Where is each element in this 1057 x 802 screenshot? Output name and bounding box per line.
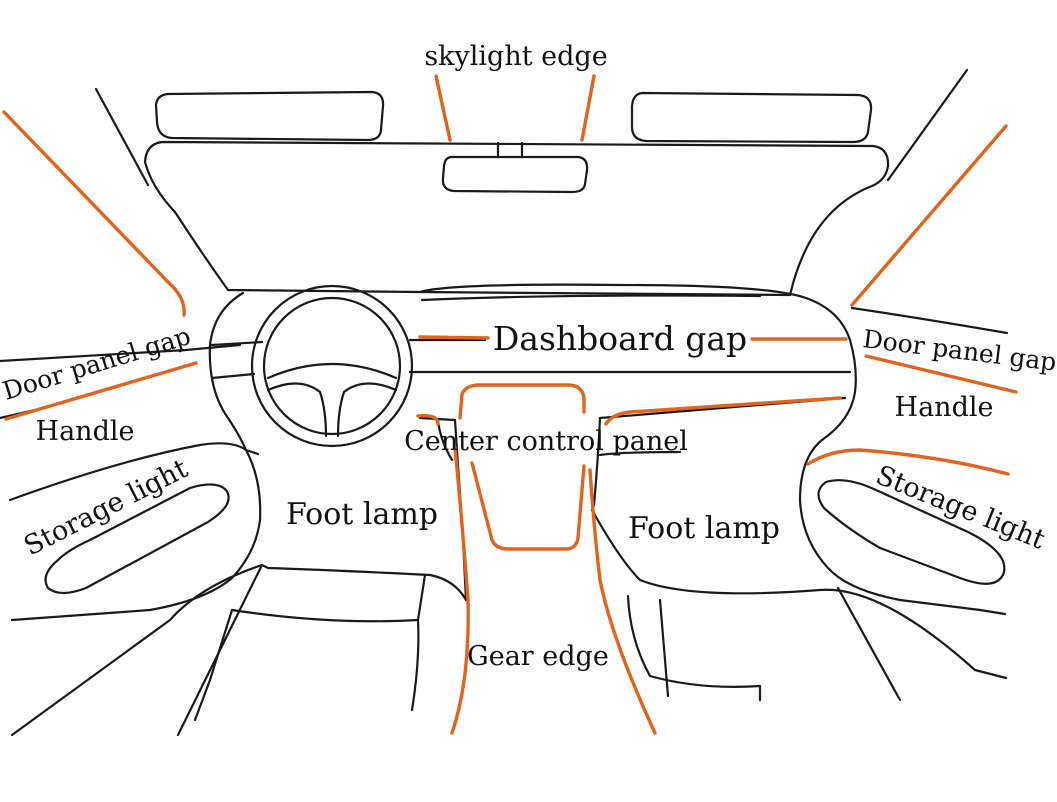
left-seat-inner-4 bbox=[176, 563, 264, 737]
left-door-lower bbox=[10, 448, 262, 622]
right-seat-inner-1 bbox=[626, 594, 652, 678]
label-handle-right: Handle bbox=[895, 392, 994, 423]
left-storage-bin bbox=[44, 483, 230, 595]
rear-view-mirror-stem bbox=[496, 141, 524, 159]
label-center-control-panel: Center control panel bbox=[404, 426, 688, 457]
center-panel-strip bbox=[458, 383, 586, 420]
left-seat-line bbox=[10, 563, 468, 737]
right-a-pillar-strip bbox=[850, 124, 1008, 307]
right-door-line-1 bbox=[850, 306, 1009, 335]
skylight-edge-strip-left bbox=[434, 74, 452, 142]
gear-edge-strip-left bbox=[450, 446, 470, 735]
right-seat-line bbox=[590, 508, 1008, 680]
right-storage-bin bbox=[817, 479, 1006, 585]
skylight-edge-strip-right bbox=[580, 74, 596, 142]
sun-visor-right bbox=[630, 91, 873, 144]
interior-outline bbox=[0, 68, 1009, 737]
label-storage-light-right: Storage light bbox=[871, 460, 1049, 556]
labels: skylight edge Dashboard gap Door panel g… bbox=[0, 41, 1057, 672]
gear-edge-strip-right bbox=[588, 468, 657, 735]
left-seat-inner-1 bbox=[230, 573, 427, 623]
a-pillar-left bbox=[94, 87, 150, 187]
dashboard-top-inner bbox=[420, 294, 762, 302]
left-seat-inner-2 bbox=[193, 608, 234, 722]
steering-wheel-outer bbox=[250, 284, 414, 448]
label-skylight-edge: skylight edge bbox=[424, 41, 607, 72]
left-door-line-1 bbox=[0, 343, 242, 363]
label-dashboard-gap: Dashboard gap bbox=[493, 319, 747, 358]
windshield-frame bbox=[143, 140, 890, 297]
label-foot-lamp-left: Foot lamp bbox=[286, 497, 438, 532]
a-pillar-right bbox=[886, 68, 969, 182]
label-storage-light-left: Storage light bbox=[19, 453, 193, 562]
sun-visor-left bbox=[154, 90, 385, 142]
label-door-panel-gap-right: Door panel gap bbox=[861, 324, 1057, 377]
left-door-panel-gap-strip bbox=[4, 361, 198, 421]
dashboard-right-side bbox=[798, 338, 982, 612]
gear-surround-strip bbox=[470, 461, 586, 551]
dashboard-gap-strip-left bbox=[418, 335, 490, 340]
left-door-line-3 bbox=[8, 442, 248, 502]
right-storage-light-strip bbox=[806, 448, 1010, 476]
dashboard-mid-line bbox=[210, 338, 852, 380]
steering-wheel-inner bbox=[262, 296, 402, 436]
label-handle-left: Handle bbox=[36, 416, 135, 447]
label-foot-lamp-right: Foot lamp bbox=[628, 511, 780, 546]
steering-wheel-spokes bbox=[266, 362, 398, 438]
dashboard-right-strip bbox=[604, 396, 842, 426]
right-door-panel-gap-strip bbox=[864, 354, 1018, 394]
label-gear-edge: Gear edge bbox=[467, 641, 609, 672]
ambient-light-strips bbox=[2, 74, 1018, 735]
rear-view-mirror bbox=[441, 155, 589, 194]
right-seat-inner-3 bbox=[836, 586, 902, 702]
right-seat-inner-4 bbox=[658, 598, 670, 698]
left-a-pillar-strip bbox=[2, 110, 186, 317]
right-door-lower bbox=[978, 608, 1007, 616]
dashboard-outer bbox=[208, 291, 260, 456]
left-seat-inner-3 bbox=[410, 618, 420, 712]
right-seat-inner-2 bbox=[648, 674, 762, 702]
dashboard-top-curve bbox=[418, 283, 852, 342]
center-panel-strip-left-hook bbox=[416, 413, 440, 426]
